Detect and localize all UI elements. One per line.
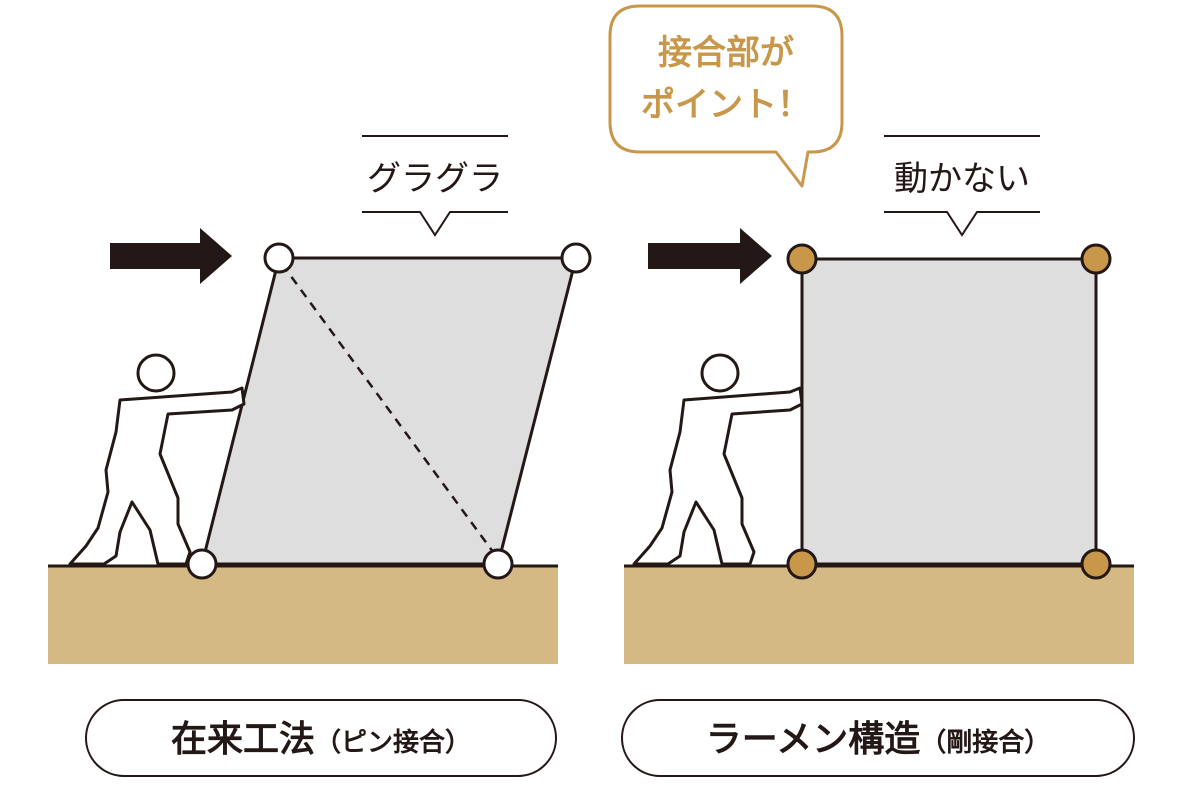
joint-callout-bubble: 接合部が ポイント！ [608,4,844,188]
push-arrow-icon [110,228,232,284]
pin-joint-icon [186,548,218,580]
callout-bubble-shape [608,4,844,188]
left-caption-main: 在来工法 [171,719,315,760]
right-ground [624,566,1134,664]
right-caption-pill [621,699,1135,777]
callout-line-2: ポイント！ [641,85,811,125]
right-panel: 動かない ラーメン構造（剛接合） [621,135,1135,777]
right-caption-main: ラーメン構造 [706,719,921,760]
right-motion-label: 動かない [894,159,1030,199]
rigid-joint-icon [1080,548,1112,580]
rigid-joint-icon [786,548,818,580]
left-caption-pill [85,699,557,777]
person-pushing-icon [632,353,804,566]
pin-joint-icon [263,242,295,274]
pin-joint-icon [560,242,592,274]
left-caption-sub: （ピン接合） [315,727,471,758]
left-label-bottom-pointer [362,211,508,237]
right-label-bottom-pointer [884,211,1040,237]
left-ground [48,566,558,664]
person-pushing-icon [68,353,246,566]
left-caption: 在来工法（ピン接合） [171,719,471,760]
left-motion-label: グラグラ [367,159,503,199]
push-arrow-icon [648,228,772,284]
right-frame-panel [800,257,1098,566]
right-caption-sub: （剛接合） [920,727,1050,758]
callout-line-1: 接合部が [658,33,794,73]
left-frame-diagonal [280,263,498,557]
right-caption: ラーメン構造（剛接合） [706,719,1051,760]
pin-joint-icon [482,548,514,580]
rigid-joint-icon [1080,243,1112,275]
rigid-joint-icon [786,243,818,275]
left-panel: グラグラ 在来工法（ピン接合） [48,135,592,777]
